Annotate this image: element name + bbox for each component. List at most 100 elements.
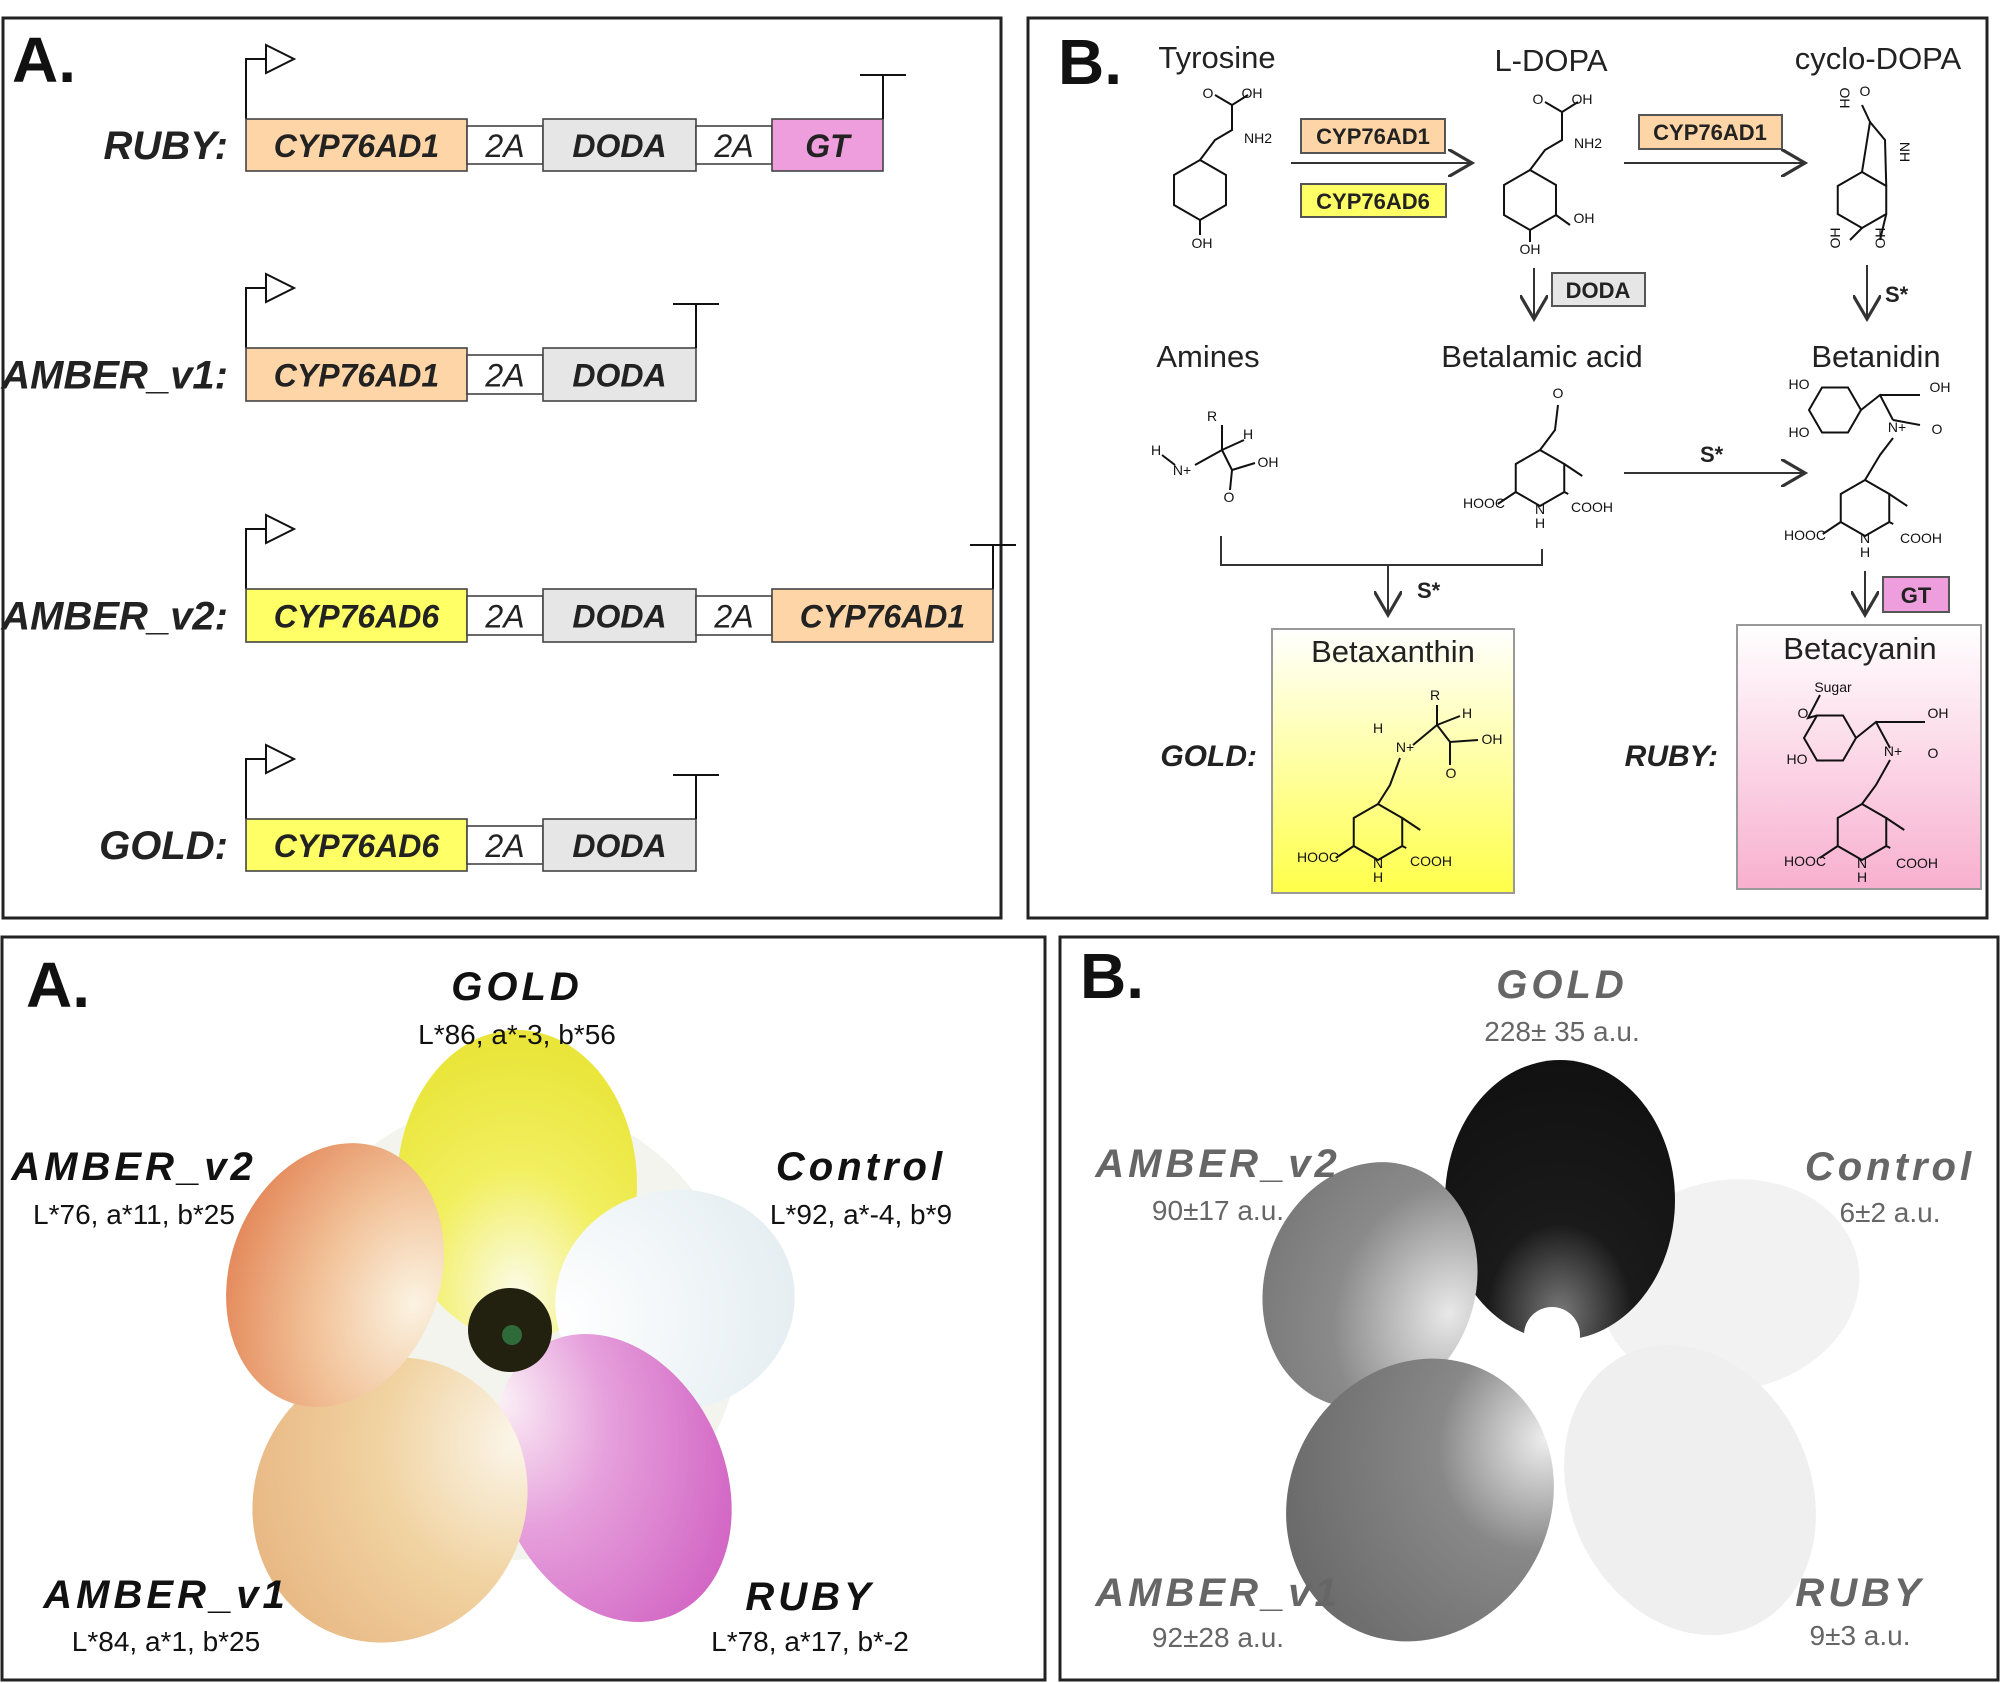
product-ruby-label: RUBY: [1625,740,1718,773]
sector-name: AMBER_v1 [1094,1571,1340,1615]
segment-doda: DODA [542,347,697,402]
compound-betalamic-acid: Betalamic acid [1441,339,1643,374]
sector-value: L*78, a*17, b*-2 [711,1626,909,1657]
atom-label: O [1533,91,1544,107]
atom-label: OH [1827,228,1843,249]
atom-label: HO [1787,751,1808,767]
atom-label: OH [1572,91,1593,107]
atom-label: HO [1789,376,1810,392]
construct-row: GOLD: CYP76AD6 2A DODA [99,743,719,872]
sector-name: Control [776,1145,946,1189]
enzyme-doda: DODA [1551,272,1646,307]
compound-betanidin: Betanidin [1811,339,1940,374]
panel-label: A. [12,24,76,96]
construct-name: AMBER_v1: [0,354,228,398]
atom-label: H [1857,869,1867,885]
atom-label: R [1430,687,1440,703]
svg-text:DODA: DODA [572,128,666,164]
atom-label: COOH [1896,855,1938,871]
spontaneous-label: S* [1417,578,1441,603]
atom-label: Sugar [1814,679,1852,695]
svg-text:2A: 2A [713,599,753,635]
svg-text:2A: 2A [484,599,524,635]
sector-name: AMBER_v2 [1094,1142,1340,1186]
atom-label: HOOC [1784,853,1826,869]
atom-label: COOH [1900,530,1942,546]
segment-doda: DODA [542,818,697,872]
panel-label: B. [1080,940,1144,1012]
segment-cyp76ad6: CYP76AD6 [245,818,468,872]
atom-label: OH [1520,241,1541,257]
sector-name: AMBER_v2 [10,1145,256,1189]
construct-name: GOLD: [99,824,228,868]
sector-name: RUBY [745,1575,874,1619]
atom-label: OH [1872,228,1888,249]
atom-label: H [1373,720,1383,736]
petal-gold-dark [1445,1060,1675,1340]
atom-label: H [1151,442,1161,458]
grayscale-flower-image [1262,1060,1860,1642]
atom-label: O [1860,83,1871,99]
segment-doda: DODA [542,588,697,643]
segment-2a: 2A [466,125,544,165]
sector-label-amber-v1: AMBER_v1 92±28 a.u. [1094,1571,1340,1653]
bracket-amines-betalamic [1220,536,1543,566]
compound-tyrosine: Tyrosine [1158,40,1275,75]
sector-label-amber-v1: AMBER_v1L*84, a*1, b*25 [42,1573,284,1657]
sector-value: L*86, a*-3, b*56 [418,1019,616,1050]
construct-name: RUBY: [104,124,228,168]
svg-text:GT: GT [805,128,852,164]
enzyme-cyp76ad1: CYP76AD1 [1300,118,1446,154]
panel-border [0,935,1047,1682]
atom-label: H [1373,869,1383,885]
enzyme-cyp76ad6: CYP76AD6 [1300,183,1447,218]
atom-label: N+ [1396,739,1414,755]
atom-label: O [1932,421,1943,437]
atom-label: NH2 [1244,130,1272,146]
atom-label: HOOC [1297,849,1339,865]
sector-label-amber-v2: AMBER_v2L*76, a*11, b*25 [10,1145,256,1230]
sector-name: GOLD [451,965,583,1009]
sector-value: 92±28 a.u. [1152,1622,1284,1653]
compound-amines: Amines [1156,339,1259,374]
compound-betaxanthin: Betaxanthin [1311,634,1475,669]
segment-cyp76ad1: CYP76AD1 [245,347,468,402]
atom-label: H [1462,705,1472,721]
atom-label: R [1207,408,1217,424]
atom-label: H [1243,426,1253,442]
svg-text:2A: 2A [484,128,524,164]
sector-value: L*84, a*1, b*25 [72,1626,260,1657]
atom-label: OH [1258,454,1279,470]
atom-label: O [1224,489,1235,505]
promoter-arrow-head-icon [265,43,297,75]
atom-label: HOOC [1784,527,1826,543]
atom-label: OH [1192,235,1213,251]
svg-text:CYP76AD1: CYP76AD1 [1316,124,1430,149]
svg-text:CYP76AD6: CYP76AD6 [274,599,440,635]
panel-label: A. [26,949,90,1021]
segment-2a: 2A [695,125,773,165]
atom-label: N+ [1884,743,1902,759]
atom-label: OH [1482,731,1503,747]
spontaneous-label: S* [1700,442,1724,467]
atom-label: O [1203,85,1214,101]
segment-cyp76ad1: CYP76AD1 [245,118,468,172]
compound-cyclo-dopa: cyclo-DOPA [1795,41,1962,76]
petunia-flower-photo [226,1030,795,1643]
svg-text:CYP76AD1: CYP76AD1 [274,358,439,394]
svg-text:2A: 2A [484,828,524,864]
sector-value: L*92, a*-4, b*9 [770,1199,952,1230]
atom-label: NH2 [1574,135,1602,151]
promoter-arrow-head-icon [265,513,297,545]
segment-gt: GT [771,118,884,172]
compound-betacyanin: Betacyanin [1783,631,1936,666]
